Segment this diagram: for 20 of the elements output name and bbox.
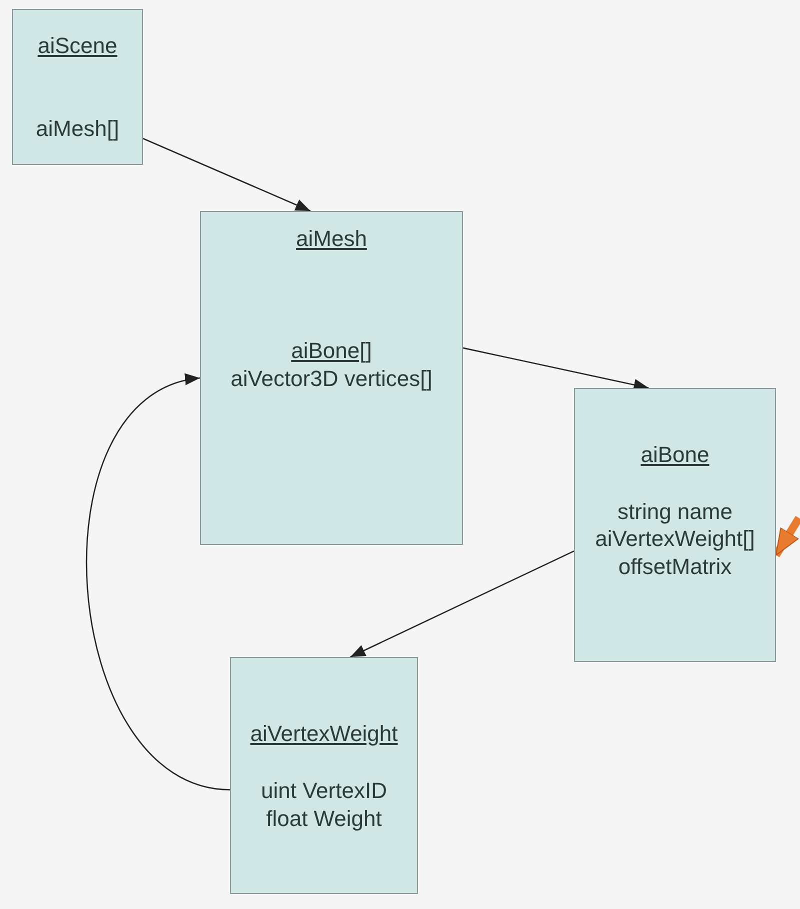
field-name: aiVertexWeight[] bbox=[595, 525, 755, 553]
arrow bbox=[142, 138, 311, 212]
field-name: aiBone[] bbox=[291, 337, 372, 365]
class-box bbox=[200, 211, 463, 545]
class-name: aiVertexWeight bbox=[250, 720, 398, 748]
arrow bbox=[462, 347, 649, 391]
arrow bbox=[86, 376, 230, 790]
class-box bbox=[574, 388, 776, 662]
field-name: uint VertexID bbox=[261, 777, 387, 805]
class-name: aiBone bbox=[640, 441, 710, 469]
field-name: offsetMatrix bbox=[618, 553, 732, 581]
class-box bbox=[12, 9, 143, 165]
class-box bbox=[230, 657, 418, 894]
class-name: aiScene bbox=[38, 32, 118, 60]
field-name: string name bbox=[618, 498, 732, 526]
arrow bbox=[350, 550, 574, 658]
field-name: aiVector3D vertices[] bbox=[230, 365, 432, 393]
field-name: float Weight bbox=[266, 805, 382, 833]
field-name: aiMesh[] bbox=[36, 115, 120, 143]
class-name: aiMesh bbox=[296, 225, 367, 253]
